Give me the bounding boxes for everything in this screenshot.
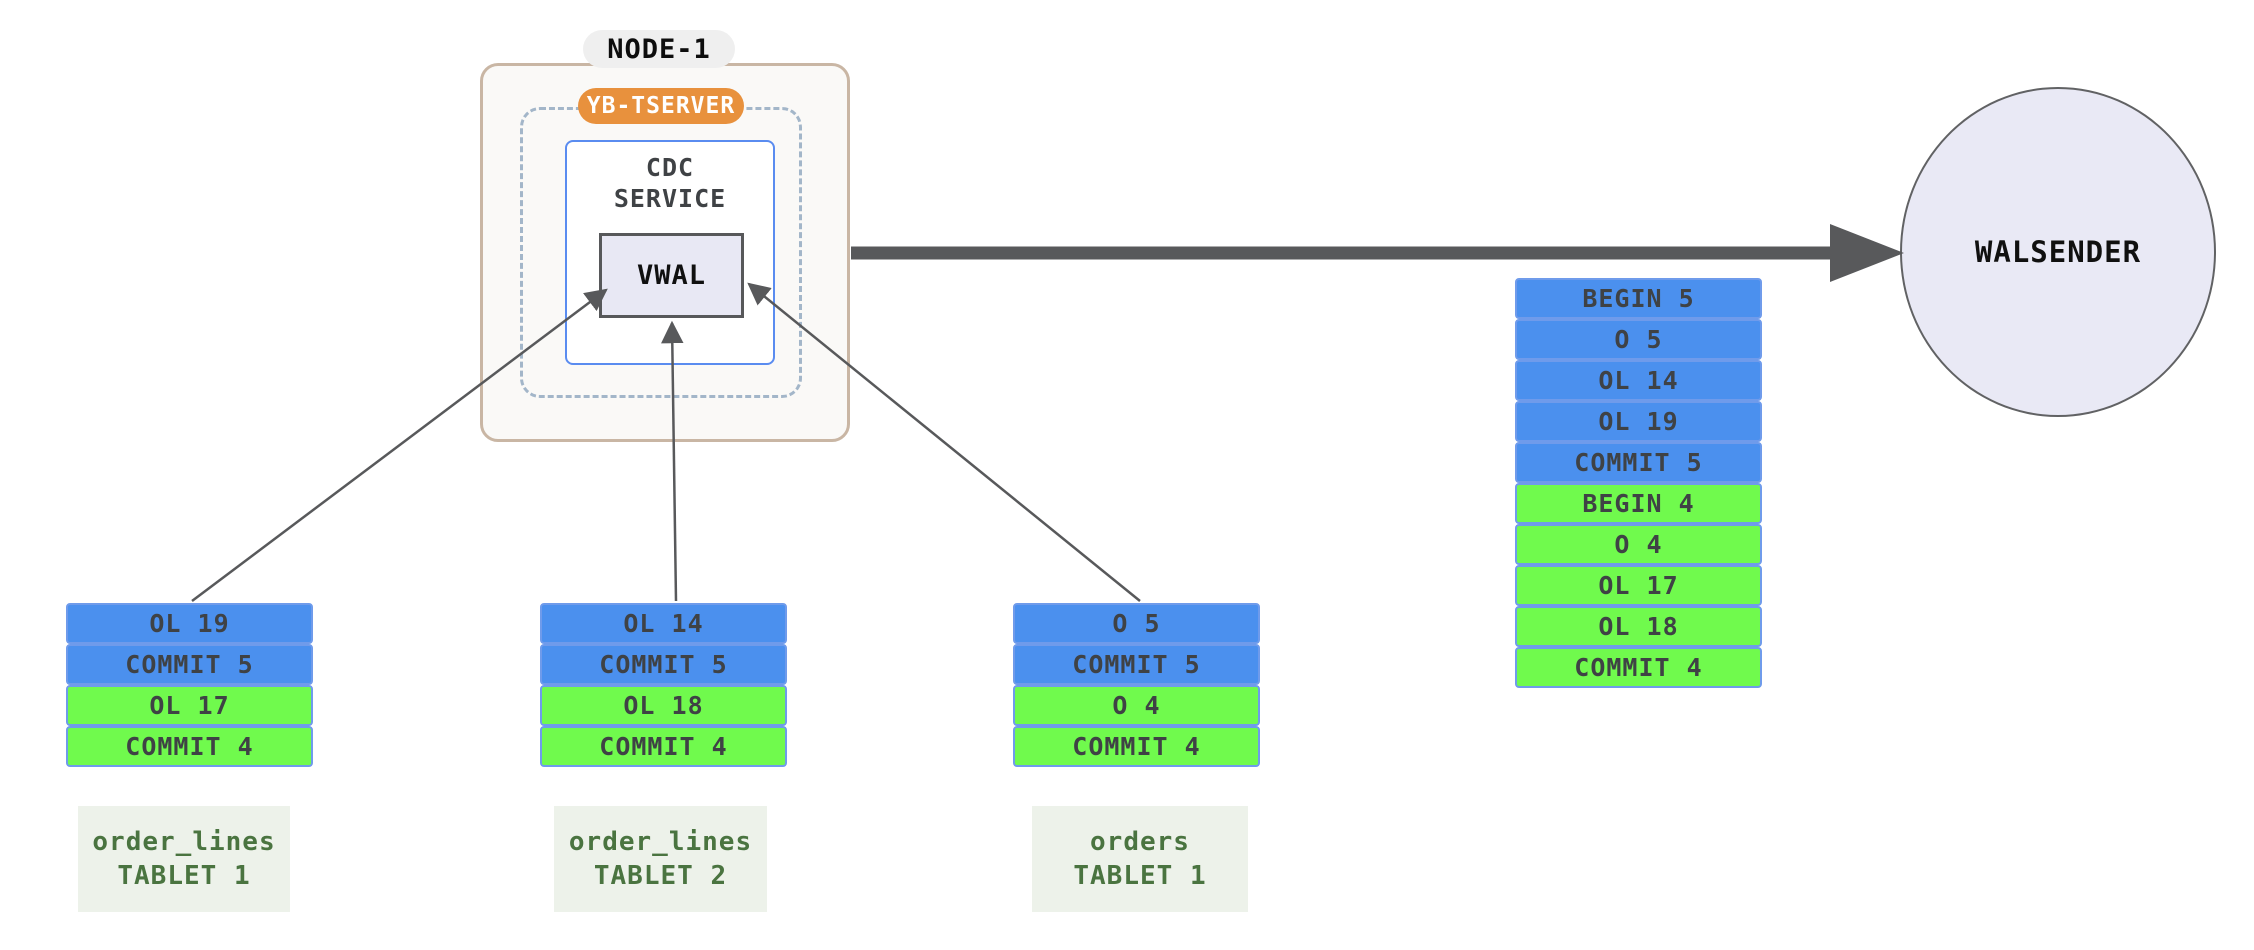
node-1-label: NODE-1 xyxy=(583,30,735,68)
tablet-number: TABLET 1 xyxy=(1073,861,1207,891)
wal-record: BEGIN 4 xyxy=(1515,483,1762,524)
wal-record: O 4 xyxy=(1013,685,1260,726)
wal-record: COMMIT 5 xyxy=(66,644,313,685)
merged-wal-stream: BEGIN 5 O 5 OL 14 OL 19 COMMIT 5 BEGIN 4… xyxy=(1515,278,1762,688)
wal-record: O 5 xyxy=(1013,603,1260,644)
wal-record: OL 19 xyxy=(1515,401,1762,442)
wal-record: OL 14 xyxy=(1515,360,1762,401)
walsender-circle: WALSENDER xyxy=(1900,87,2216,417)
vwal-box: VWAL xyxy=(599,233,744,318)
wal-record: COMMIT 5 xyxy=(1515,442,1762,483)
wal-record: OL 18 xyxy=(1515,606,1762,647)
wal-record: O 5 xyxy=(1515,319,1762,360)
wal-record: OL 17 xyxy=(66,685,313,726)
tablet-2-name: order_lines TABLET 2 xyxy=(554,806,767,912)
wal-record: COMMIT 4 xyxy=(540,726,787,767)
wal-record: COMMIT 5 xyxy=(540,644,787,685)
wal-record: COMMIT 4 xyxy=(1515,647,1762,688)
wal-record: OL 19 xyxy=(66,603,313,644)
wal-record: OL 17 xyxy=(1515,565,1762,606)
table-name: order_lines xyxy=(568,827,753,857)
wal-record: OL 14 xyxy=(540,603,787,644)
tablet-number: TABLET 1 xyxy=(117,861,251,891)
tablet-1-records: OL 19 COMMIT 5 OL 17 COMMIT 4 xyxy=(66,603,313,767)
wal-record: COMMIT 4 xyxy=(66,726,313,767)
yb-tserver-badge: YB-TSERVER xyxy=(578,88,744,124)
wal-record: BEGIN 5 xyxy=(1515,278,1762,319)
tablet-3-name: orders TABLET 1 xyxy=(1032,806,1248,912)
tablet-3-records: O 5 COMMIT 5 O 4 COMMIT 4 xyxy=(1013,603,1260,767)
table-name: order_lines xyxy=(92,827,276,857)
tablet-number: TABLET 2 xyxy=(593,861,728,891)
vwal-to-walsender-arrow xyxy=(851,224,1904,282)
wal-record: COMMIT 4 xyxy=(1013,726,1260,767)
tablet-2-records: OL 14 COMMIT 5 OL 18 COMMIT 4 xyxy=(540,603,787,767)
tablet-1-name: order_lines TABLET 1 xyxy=(78,806,290,912)
cdc-service-label: CDC SERVICE xyxy=(613,153,727,213)
wal-record: O 4 xyxy=(1515,524,1762,565)
wal-record: OL 18 xyxy=(540,685,787,726)
wal-record: COMMIT 5 xyxy=(1013,644,1260,685)
table-name: orders xyxy=(1090,827,1190,857)
